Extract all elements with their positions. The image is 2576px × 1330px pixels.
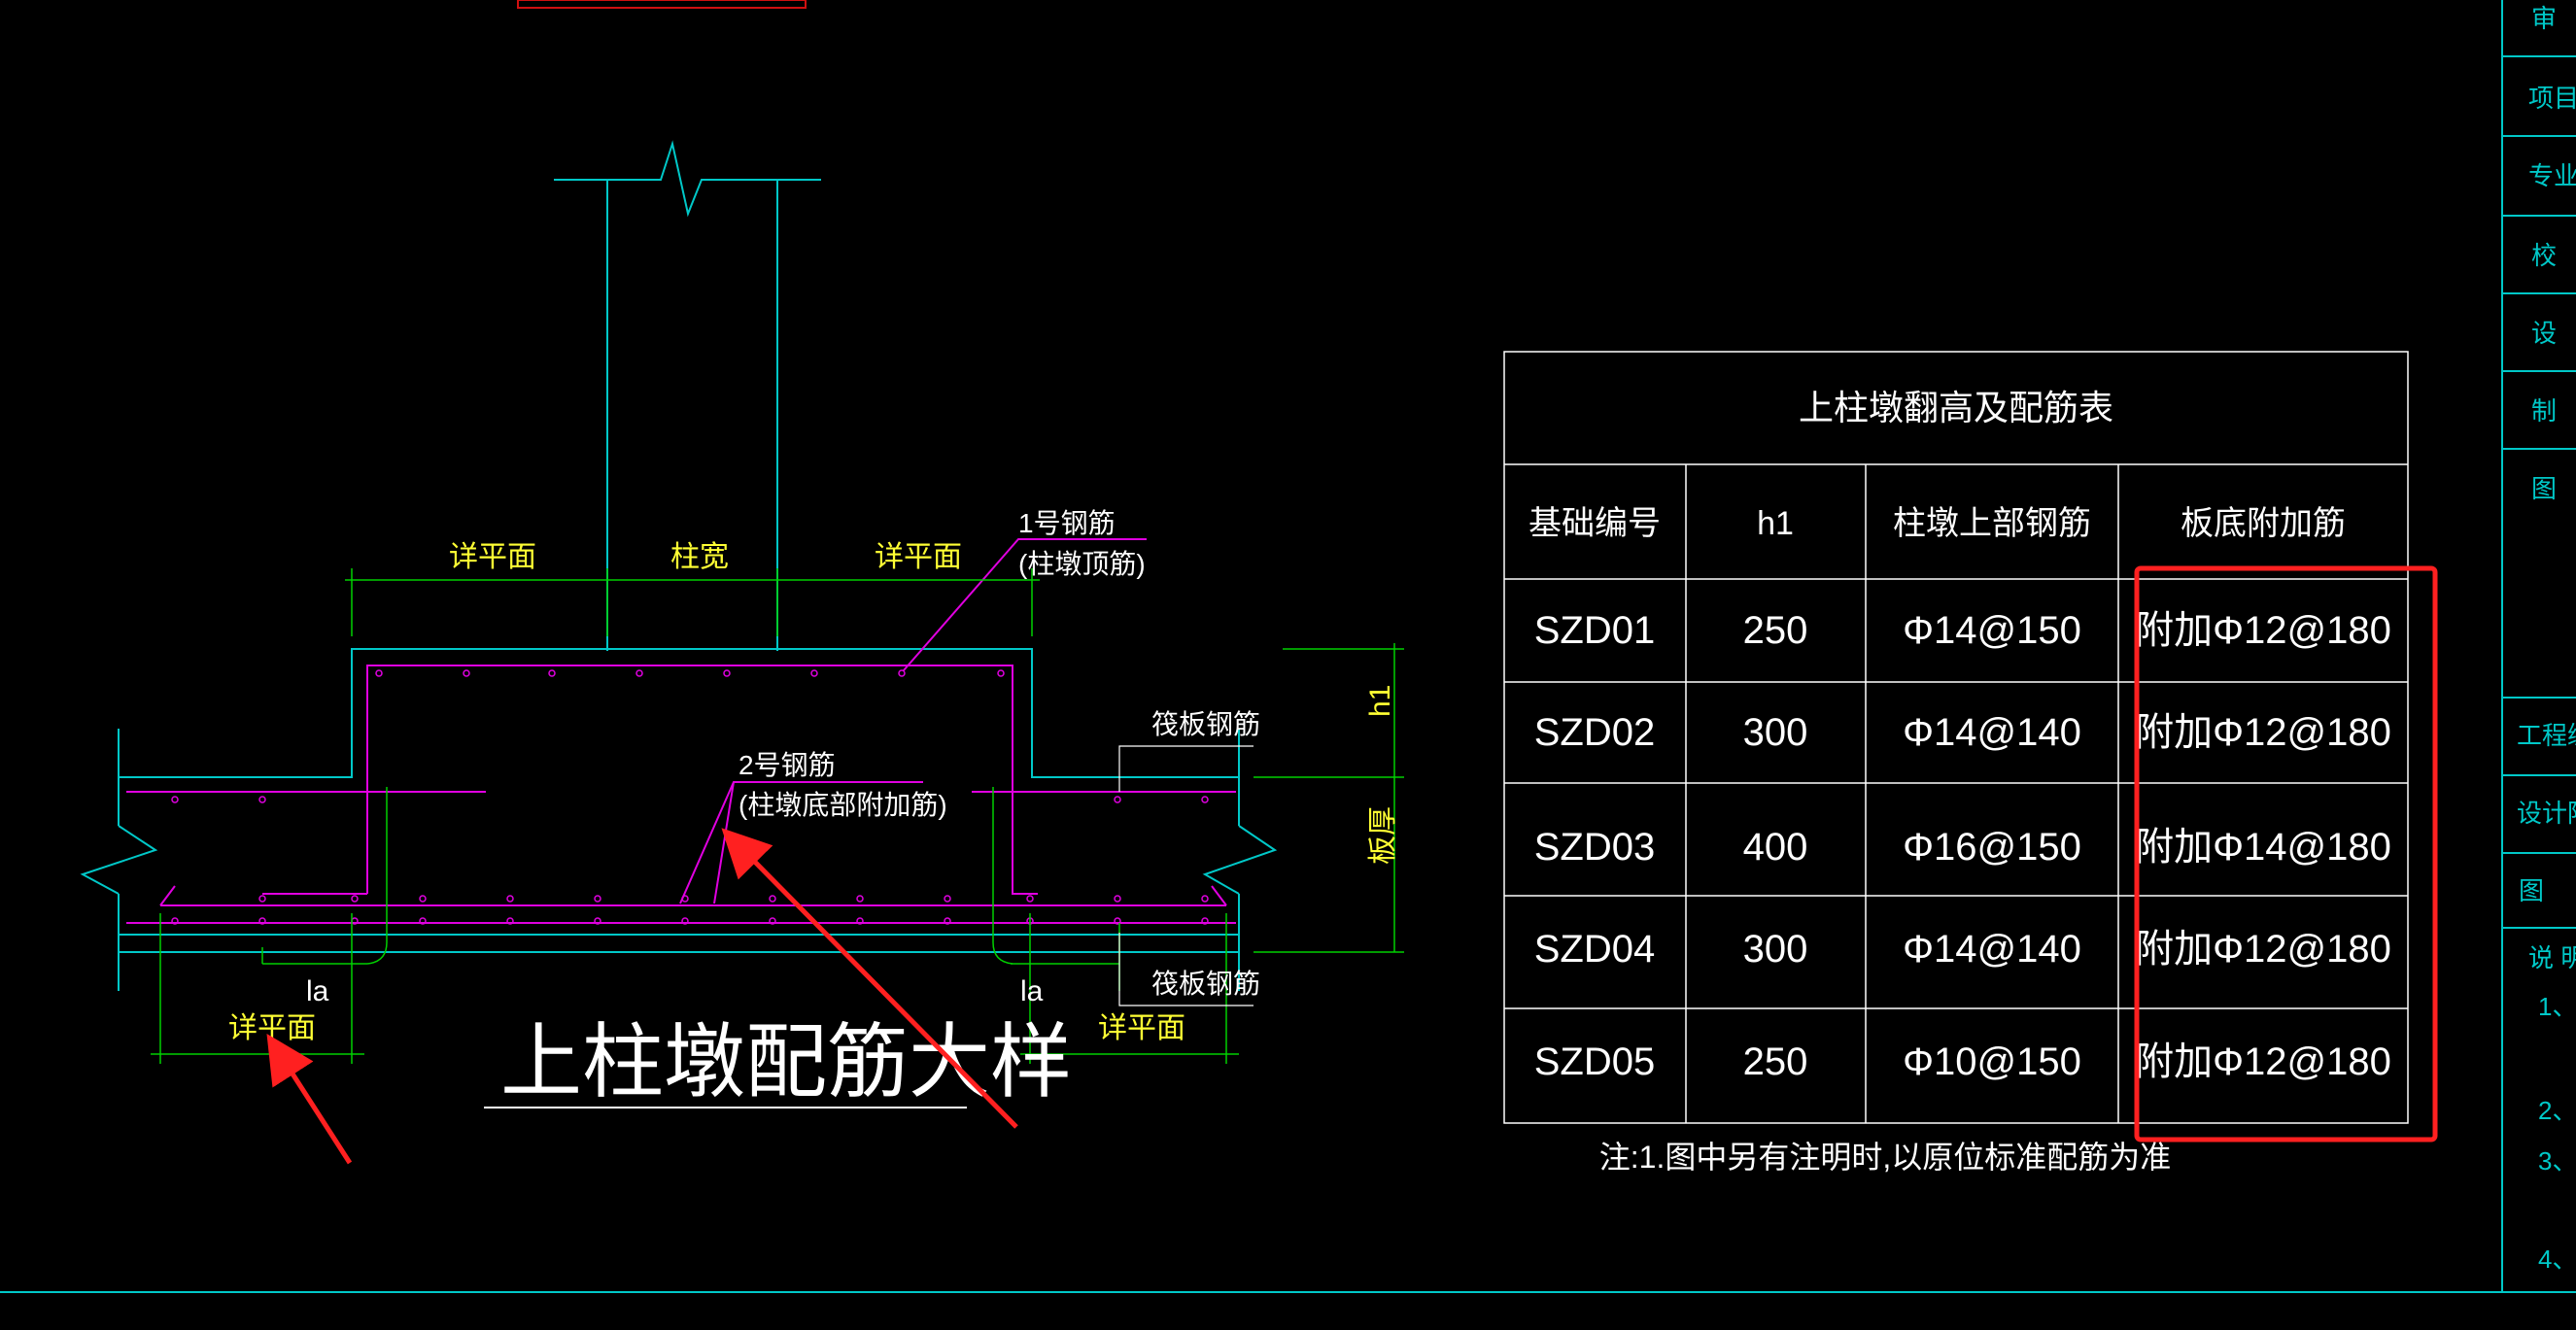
rebar	[126, 538, 1236, 924]
table-cell: SZD02	[1534, 711, 1656, 754]
table-cell: 附加Φ12@180	[2135, 928, 2391, 971]
title-block-cell: 图	[2531, 474, 2557, 503]
table-cell: 250	[1743, 1040, 1808, 1083]
title-block-cell: 制	[2531, 396, 2557, 426]
label-rebar1: 1号钢筋	[1018, 508, 1116, 538]
title-block-cell: 工程编	[2517, 721, 2576, 750]
table-cell: 附加Φ12@180	[2135, 711, 2391, 754]
table-header-h1: h1	[1757, 505, 1794, 542]
title-block-note: 1、	[2538, 992, 2576, 1021]
rebar-dots	[171, 669, 1209, 925]
label-detail-plan-left: 详平面	[449, 541, 536, 573]
table-cell: Φ14@140	[1903, 711, 2081, 754]
label-la-right: la	[1020, 975, 1044, 1007]
title-block-cell: 说 明	[2528, 943, 2576, 972]
table-cell: SZD03	[1534, 826, 1656, 869]
title-block-cell: 校	[2531, 241, 2557, 270]
table-header-top-rebar: 柱墩上部钢筋	[1893, 505, 2091, 542]
annotation-arrows	[266, 828, 1018, 1165]
table-cell: 附加Φ12@180	[2135, 609, 2391, 652]
label-column-width: 柱宽	[670, 541, 729, 573]
column-outline	[554, 140, 821, 651]
dimension-lines	[151, 568, 1404, 1064]
label-detail-plan-right: 详平面	[875, 541, 962, 573]
title-block-cell: 审	[2531, 4, 2557, 33]
table-cell: SZD04	[1534, 928, 1656, 971]
label-rebar2-desc: (柱墩底部附加筋)	[738, 790, 947, 820]
label-rebar2: 2号钢筋	[738, 750, 836, 780]
title-block-note: 4、	[2538, 1245, 2576, 1274]
title-block-cell: 设计阶	[2517, 799, 2576, 828]
title-block-cell: 项目	[2528, 84, 2576, 113]
title-block-cell: 图	[2519, 876, 2544, 905]
label-la-left: la	[306, 975, 329, 1007]
title-block-frame	[0, 0, 2576, 1293]
table-cell: Φ16@150	[1903, 826, 2081, 869]
table-title: 上柱墩翻高及配筋表	[1799, 388, 2113, 427]
label-h1: h1	[1364, 685, 1396, 717]
concrete-outline	[80, 648, 1278, 991]
table-cell: SZD05	[1534, 1040, 1656, 1083]
title-block-cell: 设	[2531, 319, 2557, 348]
table-header-id: 基础编号	[1528, 505, 1661, 542]
table-cell: Φ14@150	[1903, 609, 2081, 652]
table-note: 注:1.图中另有注明时,以原位标准配筋为准	[1599, 1140, 2171, 1175]
table-cell: Φ10@150	[1903, 1040, 2081, 1083]
table-cell: 250	[1743, 609, 1808, 652]
label-detail-plan-bottom-right: 详平面	[1098, 1012, 1185, 1044]
label-slab-thickness: 板厚	[1367, 806, 1399, 865]
title-block-note: 2、	[2538, 1096, 2576, 1125]
highlight-box	[2134, 565, 2438, 1142]
label-rebar1-desc: (柱墩顶筋)	[1018, 549, 1146, 579]
raft-rebar-leaders	[1118, 745, 1254, 1006]
table-cell: 附加Φ14@180	[2135, 826, 2391, 869]
top-red-frame	[517, 0, 807, 9]
label-raft-rebar-bottom: 筏板钢筋	[1151, 969, 1260, 999]
title-block-note: 3、	[2538, 1146, 2576, 1176]
label-raft-rebar-top: 筏板钢筋	[1151, 709, 1260, 739]
table-cell: 300	[1743, 928, 1808, 971]
table-cell: 300	[1743, 711, 1808, 754]
table-cell: Φ14@140	[1903, 928, 2081, 971]
table-cell: 400	[1743, 826, 1808, 869]
title-block-cell: 专业	[2528, 161, 2576, 190]
table-header-bottom-rebar: 板底附加筋	[2181, 505, 2346, 542]
table-cell: 附加Φ12@180	[2135, 1040, 2391, 1083]
label-detail-plan-bottom-left: 详平面	[228, 1012, 316, 1044]
rebar-table-grid	[1503, 351, 2409, 1124]
detail-title: 上柱墩配筋大样	[500, 1016, 1072, 1108]
table-cell: SZD01	[1534, 609, 1656, 652]
